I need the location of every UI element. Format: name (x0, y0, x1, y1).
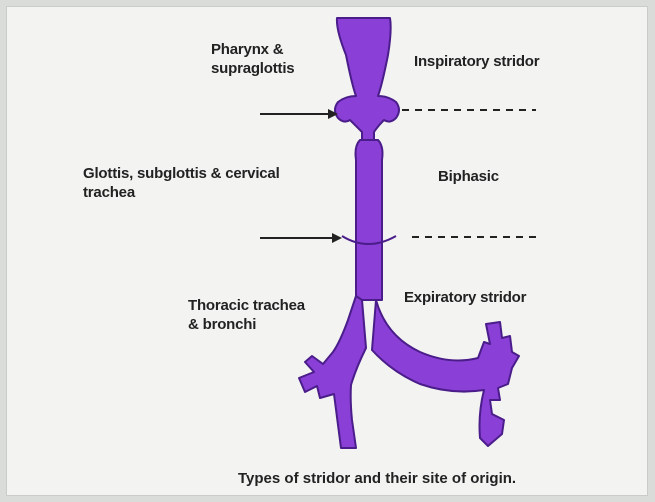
right-bronchus-shape (372, 300, 519, 446)
label-pharynx-line1: Pharynx & (211, 40, 294, 59)
label-thoracic-line1: Thoracic trachea (188, 296, 305, 315)
caption: Types of stridor and their site of origi… (238, 470, 516, 487)
arrow-glottis (260, 233, 342, 243)
label-pharynx-line2: supraglottis (211, 59, 294, 78)
label-biphasic: Biphasic (438, 167, 499, 186)
label-thoracic-line2: & bronchi (188, 315, 305, 334)
label-inspiratory: Inspiratory stridor (414, 52, 539, 71)
label-glottis-line1: Glottis, subglottis & cervical (83, 164, 280, 183)
label-expiratory: Expiratory stridor (404, 288, 526, 307)
left-bronchus-shape (299, 296, 366, 448)
label-thoracic: Thoracic trachea & bronchi (188, 296, 305, 334)
label-pharynx: Pharynx & supraglottis (211, 40, 294, 78)
label-glottis-line2: trachea (83, 183, 280, 202)
pharynx-shape (335, 18, 399, 140)
label-glottis: Glottis, subglottis & cervical trachea (83, 164, 280, 202)
arrow-supraglottis (260, 109, 338, 119)
trachea-shape (356, 140, 383, 300)
